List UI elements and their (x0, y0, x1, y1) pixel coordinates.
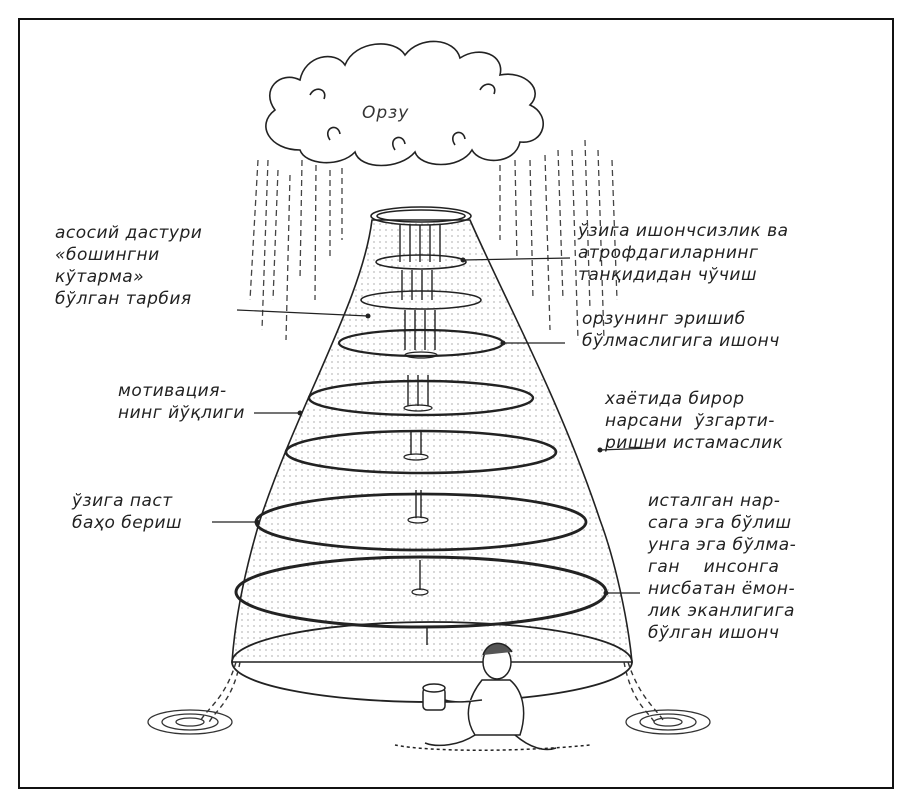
label-no-change: хаётида бирор нарсани ўзгарти- ришни ист… (605, 388, 783, 454)
label-self-doubt: ўзига ишончсизлик ва атрофдагиларнинг та… (578, 220, 789, 286)
puddles (148, 710, 710, 734)
label-upbringing: асосий дастури «бошингни кўтарма» бўлган… (55, 222, 202, 310)
label-no-motivation: мотивация- нинг йўқлиги (118, 380, 245, 424)
cloud-label: Орзу (362, 103, 409, 123)
label-belief-bad-to-have: исталган нар- сага эга бўлиш унга эга бў… (648, 490, 796, 644)
label-belief-unreachable: орзунинг эришиб бўлмаслигига ишонч (582, 308, 780, 352)
label-low-self-esteem: ўзига паст баҳо бериш (72, 490, 182, 534)
